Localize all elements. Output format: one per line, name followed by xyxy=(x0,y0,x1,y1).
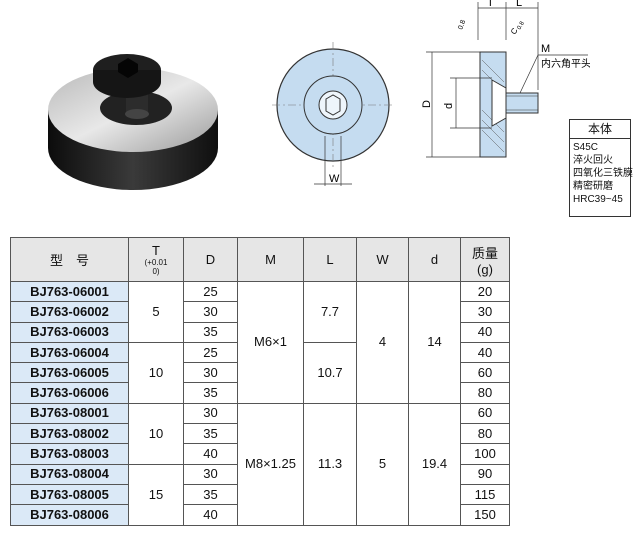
material-line: 精密研磨 xyxy=(573,181,613,192)
table-row: BJ763-08006 40 150 xyxy=(10,504,510,526)
model-code: BJ763-06002 xyxy=(10,301,129,323)
header-l: L xyxy=(303,237,357,282)
dim-w-label: W xyxy=(329,173,340,185)
d-outer-value: 25 xyxy=(183,280,238,303)
model-code: BJ763-08006 xyxy=(10,504,129,526)
side-view-drawing: T L 0.8 C 0.8 D d M 内六角平头螺栓 xyxy=(421,0,590,158)
t-value: 5 xyxy=(128,281,184,343)
material-line: S45C xyxy=(573,142,599,153)
mass-value: 20 xyxy=(460,280,510,303)
mass-value: 80 xyxy=(460,382,510,404)
d-outer-value: 30 xyxy=(183,362,238,384)
m-value: M6×1 xyxy=(237,281,304,404)
w-value: 4 xyxy=(356,281,409,404)
d-outer-value: 40 xyxy=(183,504,238,526)
material-box: 本体 S45C 淬火回火 四氧化三铁膜 精密研磨 HRC39~45 xyxy=(569,119,633,217)
model-code: BJ763-08005 xyxy=(10,483,129,506)
dim-d-label: d xyxy=(443,103,455,109)
model-code: BJ763-06001 xyxy=(10,280,129,303)
l-value: 11.3 xyxy=(303,402,357,526)
model-code: BJ763-06005 xyxy=(10,362,129,384)
front-view-drawing: W xyxy=(272,42,394,186)
mass-value: 115 xyxy=(460,483,510,506)
d-outer-value: 30 xyxy=(183,463,238,485)
mass-value: 60 xyxy=(460,362,510,384)
product-photo xyxy=(48,54,218,190)
d-outer-value: 35 xyxy=(183,423,238,445)
d-outer-value: 35 xyxy=(183,483,238,506)
material-title: 本体 xyxy=(570,120,630,139)
mass-value: 40 xyxy=(460,341,510,364)
table-row: BJ763-06001 5 25 M6×1 7.7 4 14 20 xyxy=(10,280,510,404)
d-inner-value: 14 xyxy=(408,281,461,404)
table-row: BJ763-08005 35 115 xyxy=(10,483,510,506)
d-inner-value: 19.4 xyxy=(408,402,461,526)
mass-value: 80 xyxy=(460,423,510,445)
mass-value: 60 xyxy=(460,402,510,425)
dim-m-label: M xyxy=(541,43,550,55)
t-value: 10 xyxy=(128,402,184,465)
t-value: 15 xyxy=(128,463,184,526)
d-outer-value: 30 xyxy=(183,402,238,425)
chamfer-label-2: C xyxy=(509,26,520,36)
model-code: BJ763-08003 xyxy=(10,443,129,465)
header-d-inner: d xyxy=(408,237,461,282)
model-code: BJ763-08001 xyxy=(10,402,129,425)
mass-value: 100 xyxy=(460,443,510,465)
header-t-label: T xyxy=(152,243,160,258)
material-line: 淬火回火 xyxy=(573,155,613,166)
table-row: BJ763-06006 35 80 xyxy=(10,382,510,404)
material-line: 四氧化三铁膜 xyxy=(573,168,633,179)
d-outer-value: 40 xyxy=(183,443,238,465)
table-row: BJ763-06003 35 40 xyxy=(10,321,510,343)
model-code: BJ763-08004 xyxy=(10,463,129,485)
model-code: BJ763-06003 xyxy=(10,321,129,343)
mass-value: 40 xyxy=(460,321,510,343)
d-outer-value: 35 xyxy=(183,382,238,404)
header-w: W xyxy=(356,237,409,282)
table-row: BJ763-08001 10 30 M8×1.25 11.3 5 19.4 60 xyxy=(10,402,510,526)
header-model: 型 号 xyxy=(10,237,129,282)
model-code: BJ763-06004 xyxy=(10,341,129,364)
header-m: M xyxy=(237,237,304,282)
d-outer-value: 35 xyxy=(183,321,238,343)
l-value: 7.7 xyxy=(303,281,357,343)
chamfer-label-3: 0.8 xyxy=(517,20,527,31)
chamfer-label-1: 0.8 xyxy=(457,19,467,31)
header-mass: 质量(g) xyxy=(460,237,510,282)
dim-t-label: T xyxy=(487,0,494,9)
m-value: M8×1.25 xyxy=(237,402,304,526)
t-value: 10 xyxy=(128,341,184,404)
model-code: BJ763-06006 xyxy=(10,382,129,404)
mass-value: 90 xyxy=(460,463,510,485)
drawing-area: W T L 0.8 C 0.8 D d M xyxy=(0,0,640,228)
header-d-outer: D xyxy=(183,237,238,282)
dim-D-label: D xyxy=(421,100,433,108)
d-outer-value: 25 xyxy=(183,341,238,364)
l-value: 10.7 xyxy=(303,341,357,404)
dim-l-label: L xyxy=(516,0,522,9)
mass-value: 30 xyxy=(460,301,510,323)
mass-value: 150 xyxy=(460,504,510,526)
model-code: BJ763-08002 xyxy=(10,423,129,445)
material-list: S45C 淬火回火 四氧化三铁膜 精密研磨 HRC39~45 xyxy=(570,139,633,206)
d-outer-value: 30 xyxy=(183,301,238,323)
material-line: HRC39~45 xyxy=(573,194,623,205)
bolt-label: 内六角平头螺栓 xyxy=(541,57,590,70)
table-row: BJ763-08003 40 100 xyxy=(10,443,510,465)
w-value: 5 xyxy=(356,402,409,526)
